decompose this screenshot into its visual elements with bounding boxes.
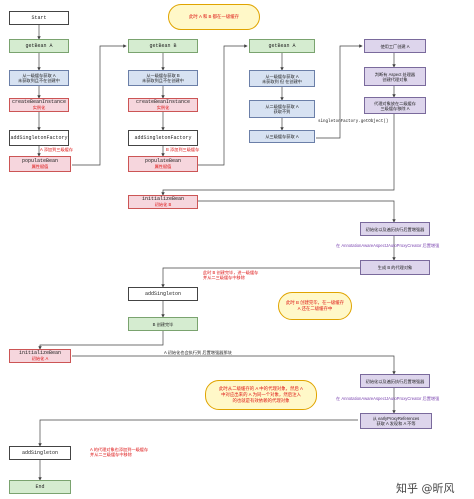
bubble-bottom-line1: 此时从二级缓存的 A 中的代理对象，然后 A (219, 386, 303, 391)
initialize-a-node: initializeBean 初始化 A (9, 349, 71, 363)
b-done-note-line2: 并从二三级缓存中移除 (203, 275, 245, 280)
bubble-bottom-note: 此时从二级缓存的 A 中的代理对象，然后 A 中对应出来的 A 为同一个对象，然… (205, 380, 317, 410)
populate-b-node: populateBean 属性赋值 (128, 156, 198, 172)
use-factory-node: 使用工厂创建 A (364, 39, 426, 53)
aspect-creator-1-note: 在 AnnotationAwareAspectJAutoProxyCreator… (336, 243, 440, 248)
getbean-b-node: getBean B (128, 39, 198, 53)
early-refs-label: 从 earlyProxyReferences (372, 416, 420, 421)
create-a-label: createBeanInstance (11, 99, 66, 105)
early-refs-sub: 获取 A 发现和 A 不等 (376, 421, 416, 426)
initialize-b-label: initializeBean (141, 196, 184, 202)
addsingleton-factory-a-label: addSingletonFactory (10, 135, 68, 141)
watermark-text: 知乎 @昕风 (396, 482, 455, 495)
create-b-sub: 实例化 (156, 105, 170, 110)
initialize-a-sub: 初始化 A (31, 356, 49, 361)
b-not-cached-node: 从一级缓存获取 B 未获取到且不在创建中 (128, 70, 198, 86)
create-a-sub: 实例化 (32, 105, 46, 110)
post-processors-2-label: 初始化以及遍历执行后置增强器 (365, 378, 425, 384)
addsingleton-factory-a-node: addSingletonFactory (9, 130, 69, 146)
b-done-note: 此时 B 创建完毕，进一级缓存 并从二三级缓存中移除 (203, 270, 258, 280)
a-l2-line2: 获取不到 (273, 109, 291, 114)
early-refs-node: 从 earlyProxyReferences 获取 A 发现和 A 不等 (360, 413, 432, 429)
initialize-a-label: initializeBean (18, 350, 61, 356)
init-a-trigger-note: A 初始化也会执行到 后置增强器那块 (162, 350, 234, 355)
getbean-a2-label: getBean A (268, 43, 296, 49)
gen-b-proxy-node: 生成 B 的代理对象 (360, 260, 430, 275)
use-factory-label: 使用工厂创建 A (380, 43, 410, 49)
b-done-note-line1: 此时 B 创建完毕，进一级缓存 (203, 270, 259, 275)
a-in-creation-node: 从一级缓存获取 A 未获取到 但 在创建中 (249, 70, 315, 87)
add-a-to-l3-note: A 添加到三级缓存 (40, 147, 74, 152)
b-not-cached-line1: 从一级缓存获取 B (146, 73, 180, 78)
a-l3-label: 从三级缓存获取 A (265, 134, 299, 139)
b-done-node: B 创建完毕 (128, 317, 198, 331)
create-b-label: createBeanInstance (135, 99, 190, 105)
a-l2-line1: 从二级缓存获取 A (265, 104, 299, 109)
aspect-creator-2-note: 在 AnnotationAwareAspectJAutoProxyCreator… (336, 396, 440, 401)
a-not-cached-line1: 从一级缓存获取 A (22, 73, 56, 78)
aspect-check-node: 判断有 Aspect 处理器 创建代理对象 (364, 67, 426, 86)
addsingleton-b-label: addSingleton (144, 291, 181, 297)
addsingleton-a-label: addSingleton (21, 450, 58, 456)
getbean-a2-node: getBean A (249, 39, 315, 53)
aspect-check-line1: 判断有 Aspect 处理器 (374, 71, 416, 77)
a-l2-node: 从二级缓存获取 A 获取不到 (249, 100, 315, 118)
add-b-to-l3-note: B 添加到三级缓存 (166, 147, 200, 152)
populate-b-sub: 属性赋值 (154, 164, 172, 169)
singleton-factory-note: singletonFactory.getObject() (318, 120, 389, 124)
create-b-node: createBeanInstance 实例化 (128, 98, 198, 112)
getbean-a-node: getBean A (9, 39, 69, 53)
b-done-label: B 创建完毕 (152, 321, 174, 327)
bubble-mid-line2: A 还在二级缓存中 (297, 306, 333, 311)
start-label: Start (31, 15, 47, 21)
getbean-b-label: getBean B (149, 43, 177, 49)
populate-a-label: populateBean (21, 158, 58, 164)
gen-b-proxy-label: 生成 B 的代理对象 (377, 265, 413, 270)
a-done-note-line2: 并从二三级缓存中移除 (90, 452, 132, 457)
proxy-to-l2-line2: 三级缓存移除 A (380, 105, 410, 111)
create-a-node: createBeanInstance 实例化 (9, 98, 69, 112)
initialize-b-node: initializeBean 初始化 B (128, 195, 198, 209)
proxy-to-l2-node: 代理对象放在二级缓存 三级缓存移除 A (364, 97, 426, 114)
bubble-mid-line1: 此时 B 创建完毕，在一级缓存 (285, 300, 345, 305)
aspect-check-line2: 创建代理对象 (382, 76, 408, 82)
populate-a-sub: 属性赋值 (31, 164, 49, 169)
initialize-b-sub: 初始化 B (154, 202, 172, 207)
bubble-mid-note: 此时 B 创建完毕，在一级缓存 A 还在二级缓存中 (278, 292, 352, 320)
bubble-bottom-line3: 的也就是有效依赖的代理对象 (232, 398, 290, 403)
start-node: Start (9, 11, 69, 25)
proxy-to-l2-line1: 代理对象放在二级缓存 (374, 100, 416, 106)
a-in-creation-line2: 未获取到 但 在创建中 (261, 78, 302, 84)
bubble-bottom-line2: 中对应出来的 A 为同一个对象，然后注入 (221, 392, 301, 397)
populate-b-label: populateBean (144, 158, 181, 164)
a-in-creation-line1: 从一级缓存获取 A (265, 73, 299, 79)
getbean-a-label: getBean A (25, 43, 53, 49)
addsingleton-factory-b-node: addSingletonFactory (128, 130, 198, 146)
end-node: End (9, 480, 71, 494)
addsingleton-factory-b-label: addSingletonFactory (134, 135, 192, 141)
addsingleton-b-node: addSingleton (128, 287, 198, 301)
end-label: End (35, 484, 45, 490)
a-not-cached-line2: 未获取到且不在创建中 (18, 78, 60, 83)
a-l3-node: 从三级缓存获取 A (249, 130, 315, 143)
a-done-note: A 的代理对象也添加到一级缓存 并从二三级缓存中移除 (90, 447, 148, 457)
addsingleton-a-node: addSingleton (9, 446, 71, 460)
populate-a-node: populateBean 属性赋值 (9, 156, 71, 172)
post-processors-2-node: 初始化以及遍历执行后置增强器 (360, 374, 430, 388)
post-processors-1-node: 初始化以及遍历执行后置增强器 (360, 222, 430, 236)
bubble-top-note: 此时 A 和 B 都在一级缓存 (168, 4, 260, 30)
a-not-cached-node: 从一级缓存获取 A 未获取到且不在创建中 (9, 70, 69, 86)
bubble-top-text: 此时 A 和 B 都在一级缓存 (188, 14, 239, 19)
a-done-note-line1: A 的代理对象也添加到一级缓存 (90, 447, 149, 452)
b-not-cached-line2: 未获取到且不在创建中 (142, 78, 184, 83)
post-processors-1-label: 初始化以及遍历执行后置增强器 (365, 226, 425, 232)
